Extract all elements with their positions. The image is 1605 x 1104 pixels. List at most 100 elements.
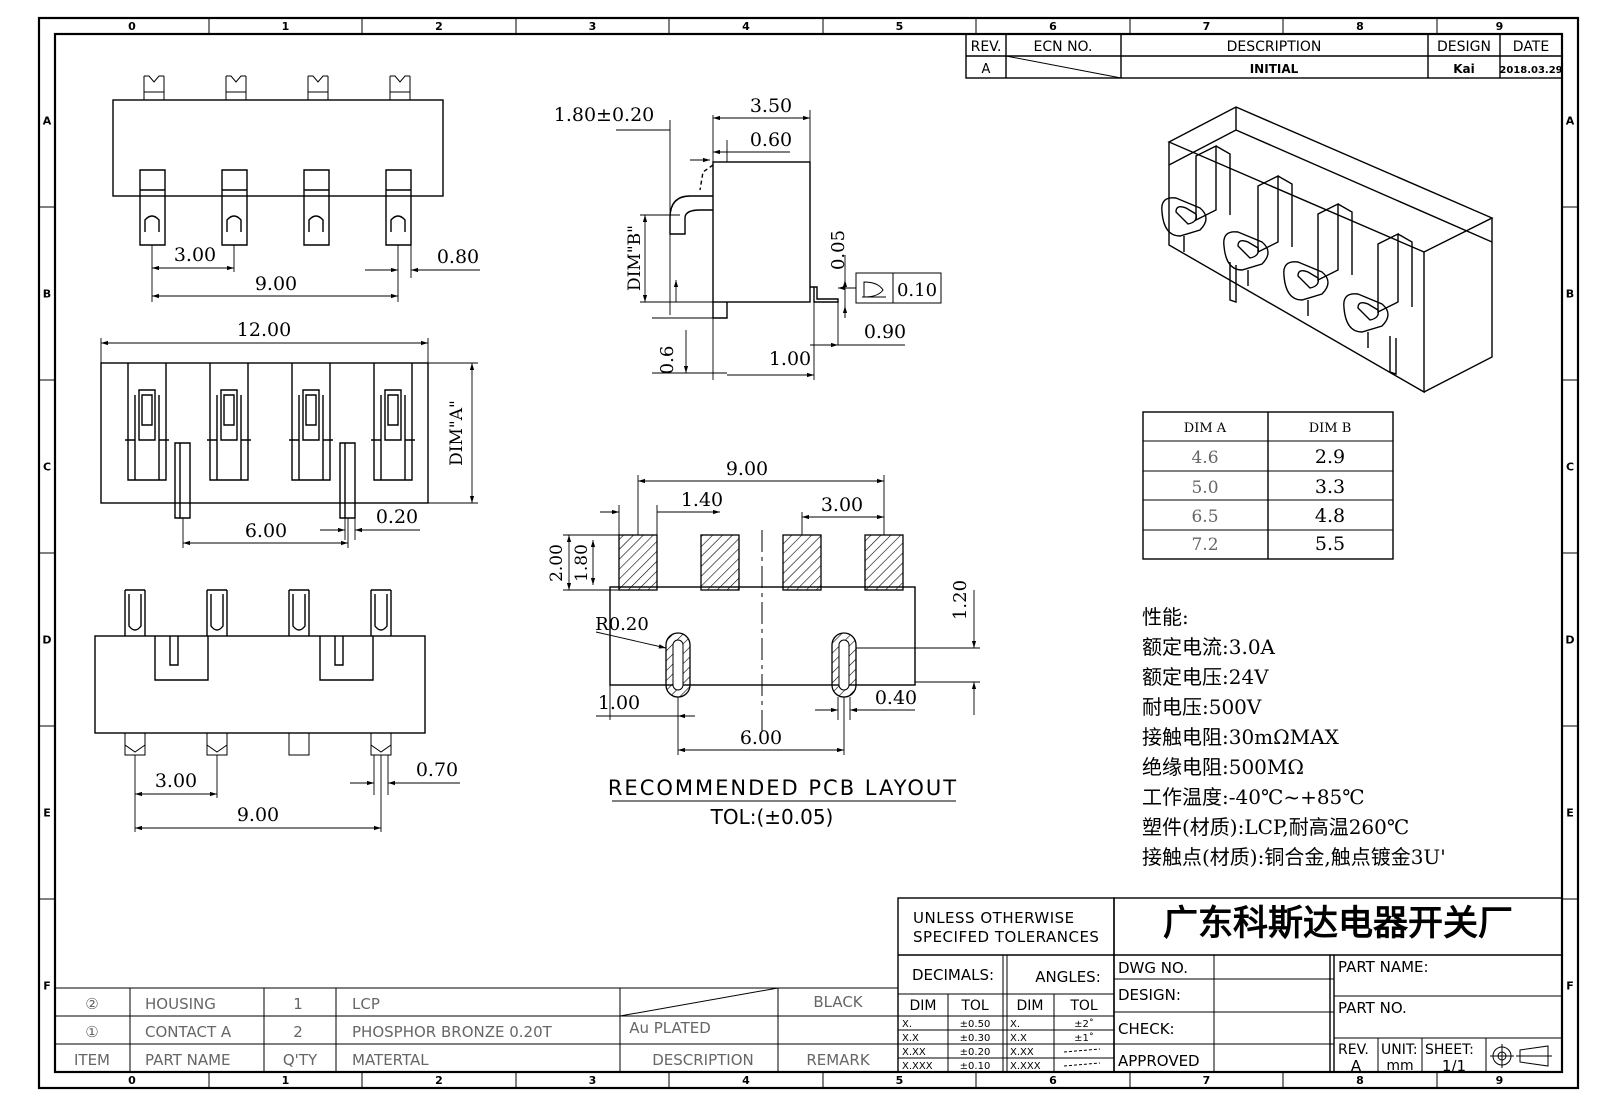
date-value: 2018.03.29 — [1499, 65, 1562, 76]
check-label: CHECK: — [1118, 1020, 1175, 1038]
grid-row-label: C — [43, 461, 51, 474]
tol-col-tol: TOL — [960, 998, 989, 1014]
ang-row: X.XXX — [1010, 1061, 1041, 1072]
bom-part-name: HOUSING — [145, 995, 216, 1013]
bom-remark: BLACK — [813, 993, 863, 1011]
grid-row-label: C — [1566, 461, 1574, 474]
dwg-no-label: DWG NO. — [1118, 959, 1188, 977]
isometric-view — [1161, 106, 1494, 394]
tol-row: X.XX — [902, 1047, 926, 1058]
grid-col-label: 0 — [128, 20, 136, 33]
ang-row: X.XX — [1010, 1047, 1034, 1058]
dim-b-label: DIM"B" — [625, 225, 645, 291]
pcb-pitch-dim: 3.00 — [821, 494, 863, 516]
grid-row-label: E — [43, 807, 51, 820]
grid-col-label: 9 — [1496, 20, 1504, 33]
dim-table-cell: 4.6 — [1191, 448, 1218, 468]
third-angle-projection-icon — [1490, 1044, 1552, 1068]
bom-part-name: CONTACT A — [145, 1023, 232, 1041]
specs-heading: 性能: — [1142, 605, 1189, 629]
pcb-span-dim: 9.00 — [726, 458, 768, 480]
bom-header-material: MATERTAL — [352, 1051, 429, 1069]
grid-row-label: D — [42, 634, 51, 647]
bom-item: ① — [85, 1023, 98, 1041]
spec-line: 工作温度:-40℃~+85℃ — [1142, 785, 1365, 809]
spec-line: 塑件(材质):LCP,耐高温260℃ — [1142, 815, 1409, 839]
part-name-label: PART NAME: — [1338, 958, 1429, 976]
spec-line: 额定电压:24V — [1142, 665, 1269, 689]
front-post-span-dim: 6.00 — [245, 520, 287, 542]
top-span-dim: 9.00 — [255, 273, 297, 295]
description-header: DESCRIPTION — [1227, 39, 1322, 55]
top-pitch-dim: 3.00 — [174, 244, 216, 266]
bottom-pin-width-dim: 0.70 — [416, 759, 458, 781]
dim-table-cell: 7.2 — [1191, 535, 1218, 555]
bom-header-description: DESCRIPTION — [652, 1051, 754, 1069]
rev-value: A — [982, 62, 991, 77]
title-block: 广东科斯达电器开关厂 DWG NO. DESIGN: CHECK: APPROV… — [1113, 897, 1563, 1075]
grid-row-label: A — [43, 115, 52, 128]
grid-row-label: F — [43, 980, 51, 993]
tol-row: ±0.20 — [960, 1047, 991, 1058]
spec-line: 接触电阻:30mΩMAX — [1142, 725, 1340, 749]
grid-row-label: B — [1566, 288, 1574, 301]
revision-block: REV. ECN NO. DESCRIPTION DESIGN DATE A I… — [965, 33, 1563, 79]
tolerance-block: UNLESS OTHERWISE SPECIFED TOLERANCES DEC… — [897, 897, 1115, 1073]
grid-col-label: 2 — [435, 20, 443, 33]
pcb-layout: 9.00 1.40 3.00 2.00 1.80 1.20 R0.20 1.00… — [547, 458, 980, 829]
tol-row: ±0.50 — [960, 1019, 991, 1030]
ang-row: X. — [1010, 1019, 1020, 1030]
tolerance-title-2: SPECIFED TOLERANCES — [913, 928, 1099, 946]
company-name: 广东科斯达电器开关厂 — [1163, 904, 1513, 944]
pcb-pad-h-outer-dim: 2.00 — [547, 544, 567, 582]
tol-row: X.XXX — [902, 1061, 933, 1072]
ang-row: X.X — [1010, 1033, 1027, 1044]
grid-col-label: 8 — [1356, 1074, 1364, 1087]
description-value: INITIAL — [1250, 62, 1299, 76]
front-post-gap-dim: 0.20 — [376, 506, 418, 528]
spec-line: 耐电压:500V — [1142, 695, 1262, 719]
grid-row-label: B — [43, 288, 51, 301]
grid-col-label: 0 — [128, 1074, 136, 1087]
grid-col-label: 5 — [896, 1074, 904, 1087]
tol-row: ±0.30 — [960, 1033, 991, 1044]
dim-table-cell: 5.0 — [1191, 478, 1218, 498]
dim-table-cell: 2.9 — [1315, 446, 1345, 468]
grid-col-label: 7 — [1203, 20, 1211, 33]
tol-col-dim: DIM — [910, 998, 937, 1014]
bottom-span-dim: 9.00 — [237, 804, 279, 826]
pcb-pad — [700, 534, 740, 591]
grid-row-label: D — [1565, 634, 1574, 647]
side-tail-dim: 0.90 — [864, 321, 906, 343]
grid-col-label: 6 — [1049, 1074, 1057, 1087]
grid-col-label: 1 — [282, 20, 290, 33]
design-header: DESIGN — [1437, 39, 1491, 55]
grid-col-label: 2 — [435, 1074, 443, 1087]
top-pin-width-dim: 0.80 — [437, 246, 479, 268]
grid-col-label: 4 — [742, 20, 750, 33]
flatness-value: 0.10 — [897, 280, 937, 301]
grid-row-label: A — [1566, 115, 1575, 128]
tol-row: X. — [902, 1019, 912, 1030]
ang-col-dim: DIM — [1017, 998, 1044, 1014]
bom-material: PHOSPHOR BRONZE 0.20T — [352, 1023, 553, 1041]
side-depth-dim: 3.50 — [750, 95, 792, 117]
grid-col-label: 1 — [282, 1074, 290, 1087]
bom-block: ② HOUSING 1 LCP BLACK ① CONTACT A 2 PHOS… — [55, 987, 898, 1072]
front-length-dim: 12.00 — [237, 319, 291, 341]
spec-line: 绝缘电阻:500MΩ — [1142, 755, 1304, 779]
grid-col-label: 5 — [896, 20, 904, 33]
dim-table-cell: 5.5 — [1315, 533, 1345, 555]
side-tab-dim: 0.05 — [828, 230, 849, 270]
decimals-label: DECIMALS: — [912, 966, 994, 984]
pcb-pad — [618, 534, 658, 591]
bom-header-qty: Q'TY — [283, 1051, 318, 1069]
bottom-view: 3.00 9.00 0.70 — [94, 589, 460, 832]
pcb-slot-offset-dim: 1.20 — [950, 580, 971, 620]
pcb-tolerance: TOL:(±0.05) — [710, 805, 834, 829]
design-label: DESIGN: — [1118, 986, 1181, 1004]
rev-value: A — [1351, 1057, 1362, 1075]
